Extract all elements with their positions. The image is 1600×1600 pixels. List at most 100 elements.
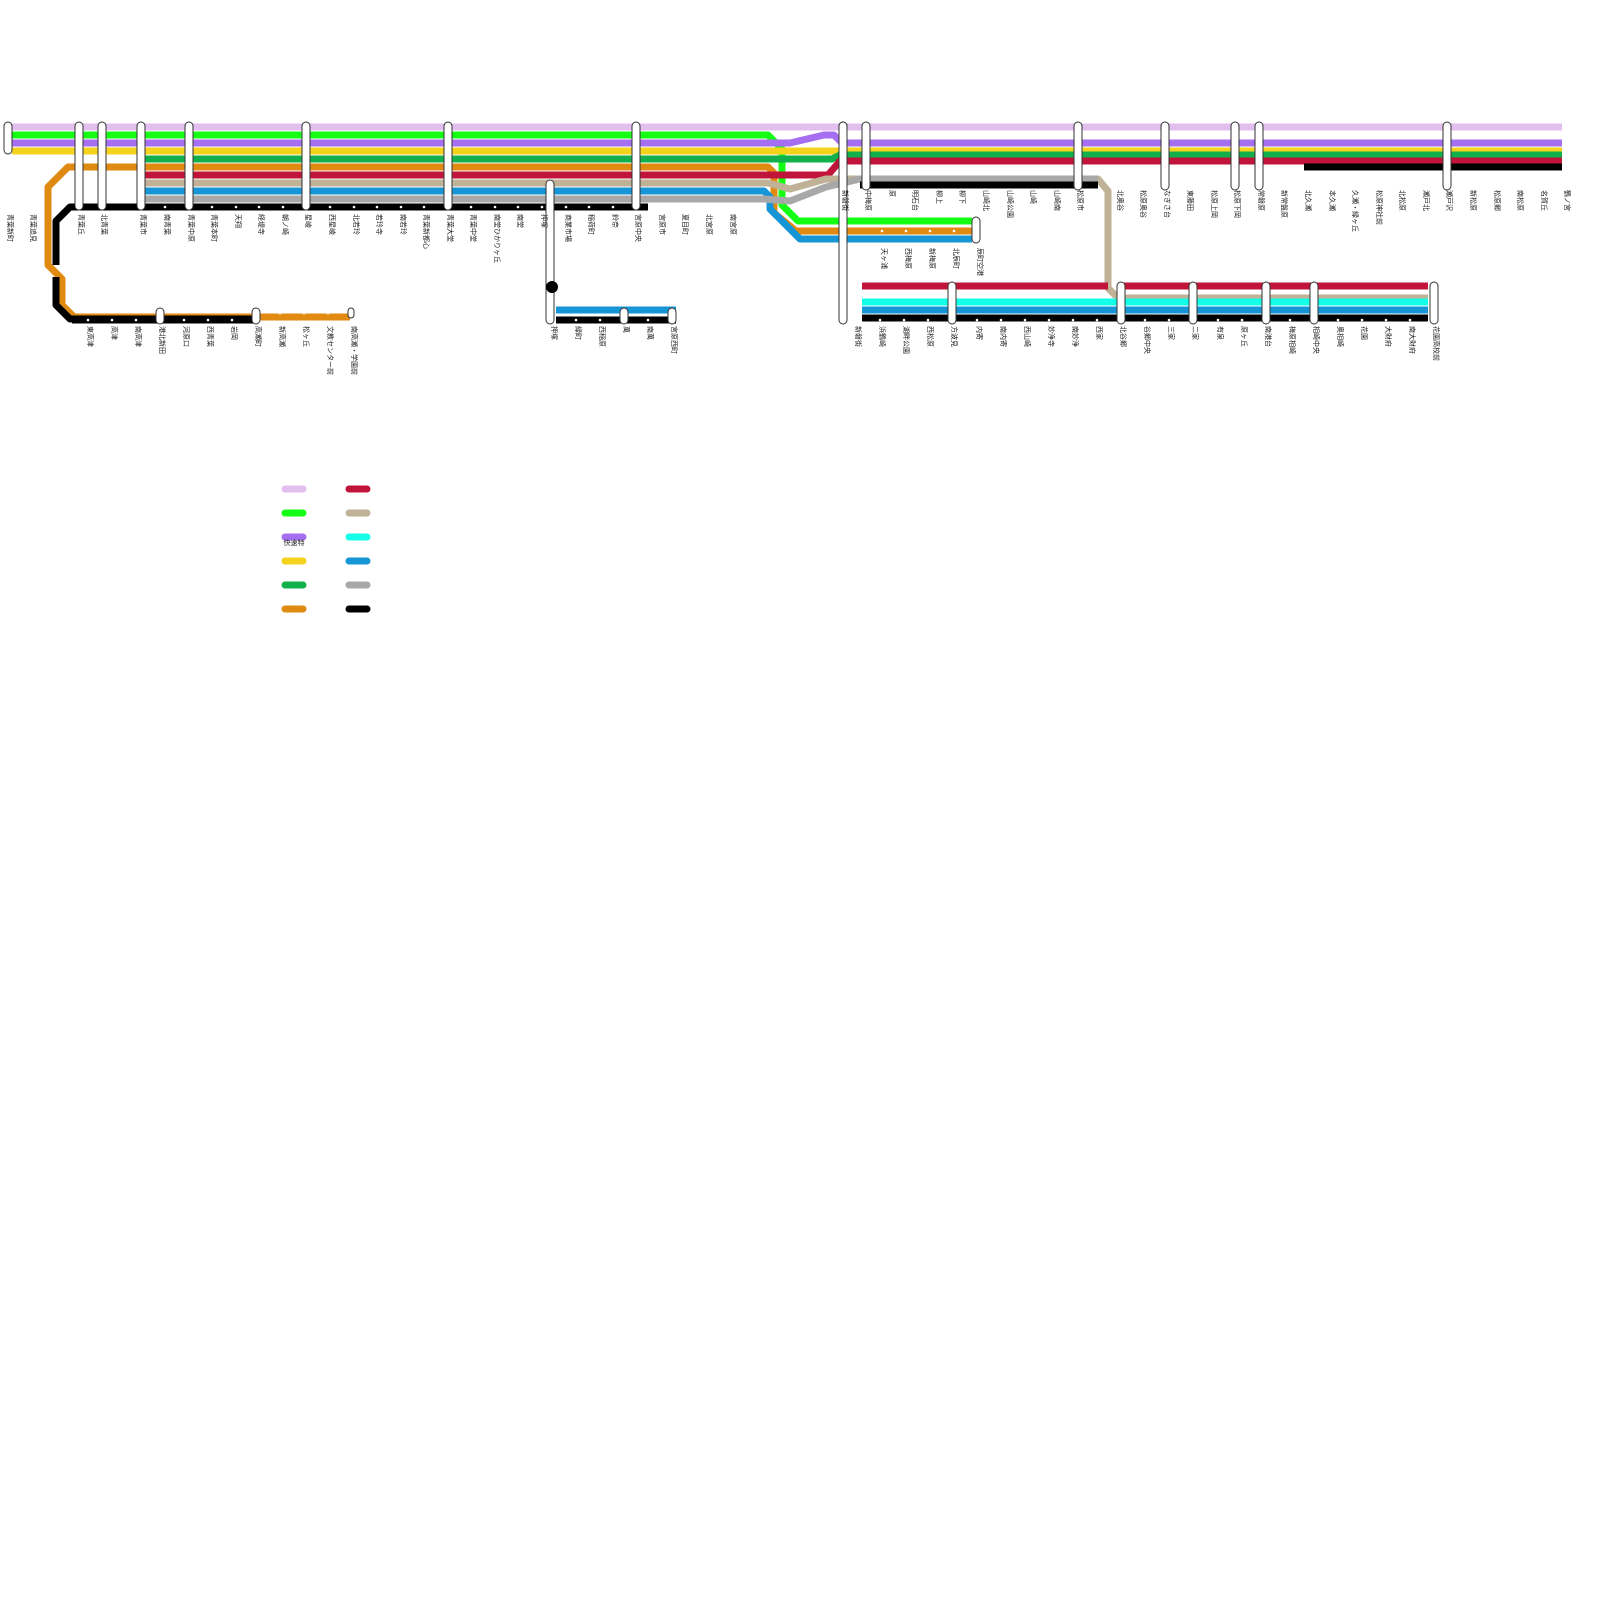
station-dot-top-22 xyxy=(564,205,568,209)
station-label-south-1: 浜鶴崎 xyxy=(878,326,887,347)
station-label-oshizuka-0: 押塚 xyxy=(550,326,559,340)
station-label-south-7: 西山崎 xyxy=(1023,326,1032,347)
station-dot-south-6 xyxy=(999,318,1003,322)
station-label-top-12: 西星崚 xyxy=(328,214,337,235)
station-label-top-11: 星崚 xyxy=(304,214,313,228)
station-label-airport-1: 西梅原 xyxy=(904,248,913,269)
station-dot-west-1 xyxy=(110,318,114,322)
station-label-airport-4: 辰町空港 xyxy=(976,248,985,276)
station-dot-oshizuka-2 xyxy=(598,318,602,322)
station-dot-west-6 xyxy=(230,318,234,322)
station-label-south-5: 内寄 xyxy=(975,326,984,340)
station-label-top-47: 常磐原 xyxy=(1257,190,1266,211)
station-label-top-15: 南若玲 xyxy=(399,214,408,235)
station-label-oshizuka-1: 緑町 xyxy=(574,326,583,340)
station-dot-top-19 xyxy=(493,205,497,209)
station-label-top-14: 若玲寺 xyxy=(375,214,384,235)
station-label-west-7: 高瀬町 xyxy=(254,326,263,347)
station-marker-takase xyxy=(251,307,261,325)
station-label-top-34: 柳上 xyxy=(935,190,944,204)
station-dot-west-0 xyxy=(86,318,90,322)
station-label-south-13: 三家 xyxy=(1167,326,1176,340)
station-label-south-22: 大財府 xyxy=(1384,326,1393,347)
station-label-south-14: 二家 xyxy=(1191,326,1200,340)
station-marker-3 xyxy=(97,121,107,211)
station-marker-south-14 xyxy=(1188,281,1198,325)
station-dot-top-24 xyxy=(611,205,615,209)
station-label-top-53: 北松原 xyxy=(1398,190,1407,211)
station-dot-south-21 xyxy=(1360,318,1364,322)
station-dot-top-27 xyxy=(681,205,685,209)
station-dot-top-15 xyxy=(399,205,403,209)
station-label-airport-3: 北辰町 xyxy=(952,248,960,269)
station-marker-yorozu xyxy=(619,307,629,325)
station-dot-top-28 xyxy=(705,205,709,209)
station-label-south-4: 方波見 xyxy=(950,326,959,347)
station-marker-shinbangai xyxy=(838,121,848,325)
station-marker-40 xyxy=(1073,121,1083,191)
station-dot-top-0 xyxy=(6,205,10,209)
station-label-south-0: 新磐街 xyxy=(854,326,863,347)
station-dot-south-3 xyxy=(926,318,930,322)
station-label-south-23: 南大財府 xyxy=(1408,326,1417,354)
station-label-top-30: 新磐街 xyxy=(841,190,850,211)
station-label-top-25: 宮原中央 xyxy=(634,214,643,242)
station-label-top-36: 山崎北 xyxy=(982,190,991,211)
station-label-top-1: 青葉追見 xyxy=(29,214,38,242)
station-label-south-24: 花園高校前 xyxy=(1432,326,1441,361)
station-label-west-11: 南高瀬・学園前 xyxy=(350,326,359,375)
station-label-top-42: 松原奥谷 xyxy=(1139,190,1148,218)
station-dot-top-29 xyxy=(729,205,733,209)
station-label-south-9: 南妙浄 xyxy=(1071,326,1080,347)
station-label-south-15: 有泉 xyxy=(1216,326,1225,340)
station-label-top-56: 新松原 xyxy=(1469,190,1478,211)
station-label-top-8: 天翔 xyxy=(234,214,243,228)
line-orange-west xyxy=(44,163,350,321)
station-dot-top-20 xyxy=(516,205,520,209)
station-dot-top-1 xyxy=(29,205,33,209)
station-dot-top-14 xyxy=(375,205,379,209)
station-dot-west-9 xyxy=(302,311,306,315)
station-label-top-24: 鈴奈 xyxy=(611,214,620,228)
station-label-south-18: 梅原相崎 xyxy=(1288,326,1297,354)
line-crimson xyxy=(144,157,1562,179)
station-label-top-19: 南堂ひかりヶ丘 xyxy=(493,214,502,263)
station-marker-oshizuka xyxy=(545,179,555,325)
junction-dot-oshizuka xyxy=(546,281,558,293)
station-marker-17 xyxy=(443,121,453,211)
station-marker-6 xyxy=(184,121,194,211)
station-label-top-60: 鶴ノ宮 xyxy=(1563,190,1572,211)
station-label-top-2: 青葉丘 xyxy=(77,214,86,235)
station-label-top-29: 南宮原 xyxy=(729,214,738,235)
station-label-top-13: 北若玲 xyxy=(352,214,361,235)
station-label-top-46: 松原下岡 xyxy=(1233,190,1242,218)
station-label-top-59: 名賀丘 xyxy=(1540,190,1549,211)
station-label-oshizuka-2: 西稲原 xyxy=(598,326,607,347)
station-label-south-2: 湖畔公園 xyxy=(902,326,911,354)
station-label-top-44: 東藤田 xyxy=(1186,190,1195,211)
station-label-top-5: 南青葉 xyxy=(163,214,172,235)
station-dot-south-1 xyxy=(878,318,882,322)
station-dot-west-4 xyxy=(182,318,186,322)
station-label-west-5: 西青葉 xyxy=(206,326,215,347)
station-dot-top-21 xyxy=(540,205,544,209)
route-lines xyxy=(12,123,1562,324)
station-label-top-17: 青葉大堂 xyxy=(446,214,455,242)
station-marker-47 xyxy=(1254,121,1264,191)
station-label-top-4: 青葉市 xyxy=(139,214,148,235)
station-dot-top-13 xyxy=(352,205,356,209)
station-label-top-41: 北奥谷 xyxy=(1116,190,1125,211)
station-dot-airport-1 xyxy=(904,229,908,233)
station-dot-top-26 xyxy=(658,205,662,209)
station-marker-south-4 xyxy=(947,281,957,325)
station-label-top-55: 瀬戸沢 xyxy=(1445,190,1454,211)
station-dot-south-10 xyxy=(1095,318,1099,322)
station-dot-top-9 xyxy=(257,205,261,209)
station-label-south-21: 花園 xyxy=(1360,326,1369,340)
station-label-south-10: 西家 xyxy=(1095,326,1104,340)
station-dot-south-20 xyxy=(1336,318,1340,322)
station-label-top-3: 北青葉 xyxy=(100,214,109,235)
station-dot-south-23 xyxy=(1408,318,1412,322)
station-marker-2 xyxy=(74,121,84,211)
